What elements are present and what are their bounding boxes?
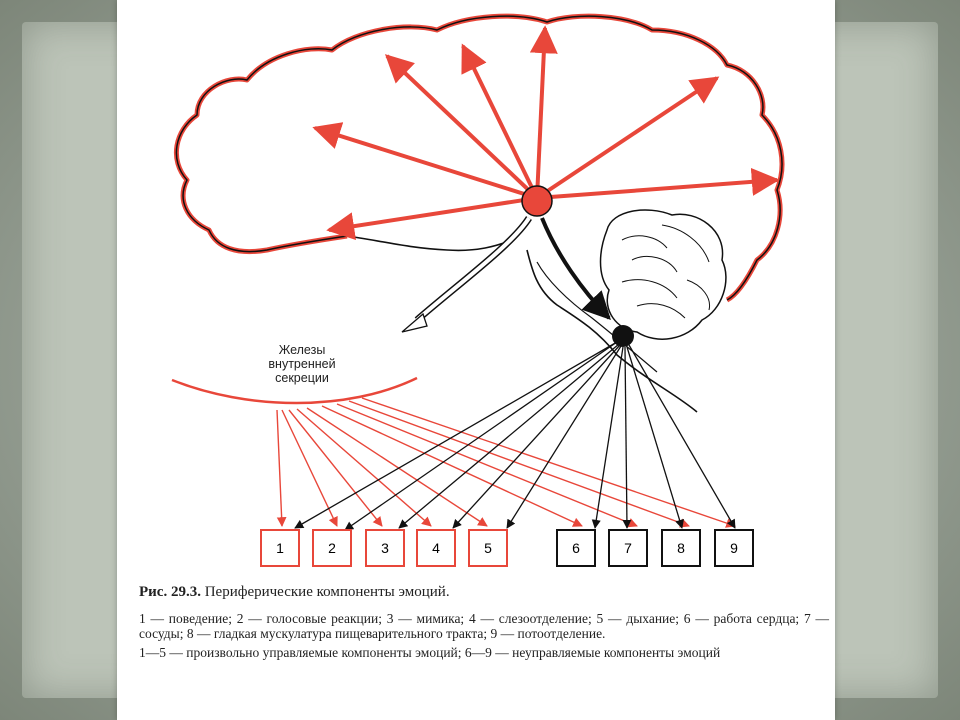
component-label-8: 8 — [677, 540, 685, 556]
hypothalamus-node — [521, 185, 553, 217]
cerebellum — [599, 209, 727, 340]
legend-groups: 1—5 — произвольно управляемые компоненты… — [139, 645, 721, 660]
figure-number: Рис. 29.3. — [139, 584, 201, 600]
brain-hemisphere — [173, 13, 785, 413]
component-box-9: 9 — [714, 529, 754, 567]
component-label-7: 7 — [624, 540, 632, 556]
endocrine-lines — [276, 397, 736, 528]
hollow-arrow — [401, 216, 532, 333]
component-box-2: 2 — [312, 529, 352, 567]
component-box-1: 1 — [260, 529, 300, 567]
component-box-7: 7 — [608, 529, 648, 567]
component-label-4: 4 — [432, 540, 440, 556]
component-box-6: 6 — [556, 529, 596, 567]
legend-components: 1 — поведение; 2 — голосовые реакции; 3 … — [139, 611, 829, 641]
glands-label: Железы внутренней секреции — [247, 343, 357, 385]
component-label-5: 5 — [484, 540, 492, 556]
glands-label-line: секреции — [275, 371, 329, 385]
glands-label-line: Железы — [278, 343, 326, 357]
component-label-6: 6 — [572, 540, 580, 556]
figure-sheet: 1 2 3 4 5 6 — [117, 0, 835, 720]
cortical-projections — [312, 25, 780, 241]
component-label-1: 1 — [276, 540, 284, 556]
component-label-9: 9 — [730, 540, 738, 556]
component-box-5: 5 — [468, 529, 508, 567]
autonomic-ganglion — [612, 325, 634, 347]
caption-title: Рис. 29.3. Периферические компоненты эмо… — [139, 584, 829, 601]
component-box-8: 8 — [661, 529, 701, 567]
voluntary-components: 1 2 3 4 5 — [260, 529, 508, 567]
component-box-4: 4 — [416, 529, 456, 567]
figure-caption: Рис. 29.3. Периферические компоненты эмо… — [139, 584, 829, 664]
emotion-diagram: 1 2 3 4 5 6 — [171, 13, 785, 567]
autonomic-pathway — [540, 217, 611, 321]
glands-label-line: внутренней — [268, 357, 336, 371]
component-label-3: 3 — [381, 540, 389, 556]
neural-lines — [294, 341, 736, 531]
figure-title: Периферические компоненты эмоций. — [204, 584, 450, 600]
involuntary-components: 6 7 8 9 — [556, 529, 754, 567]
glands-arc — [171, 376, 418, 405]
component-box-3: 3 — [365, 529, 405, 567]
component-label-2: 2 — [328, 540, 336, 556]
